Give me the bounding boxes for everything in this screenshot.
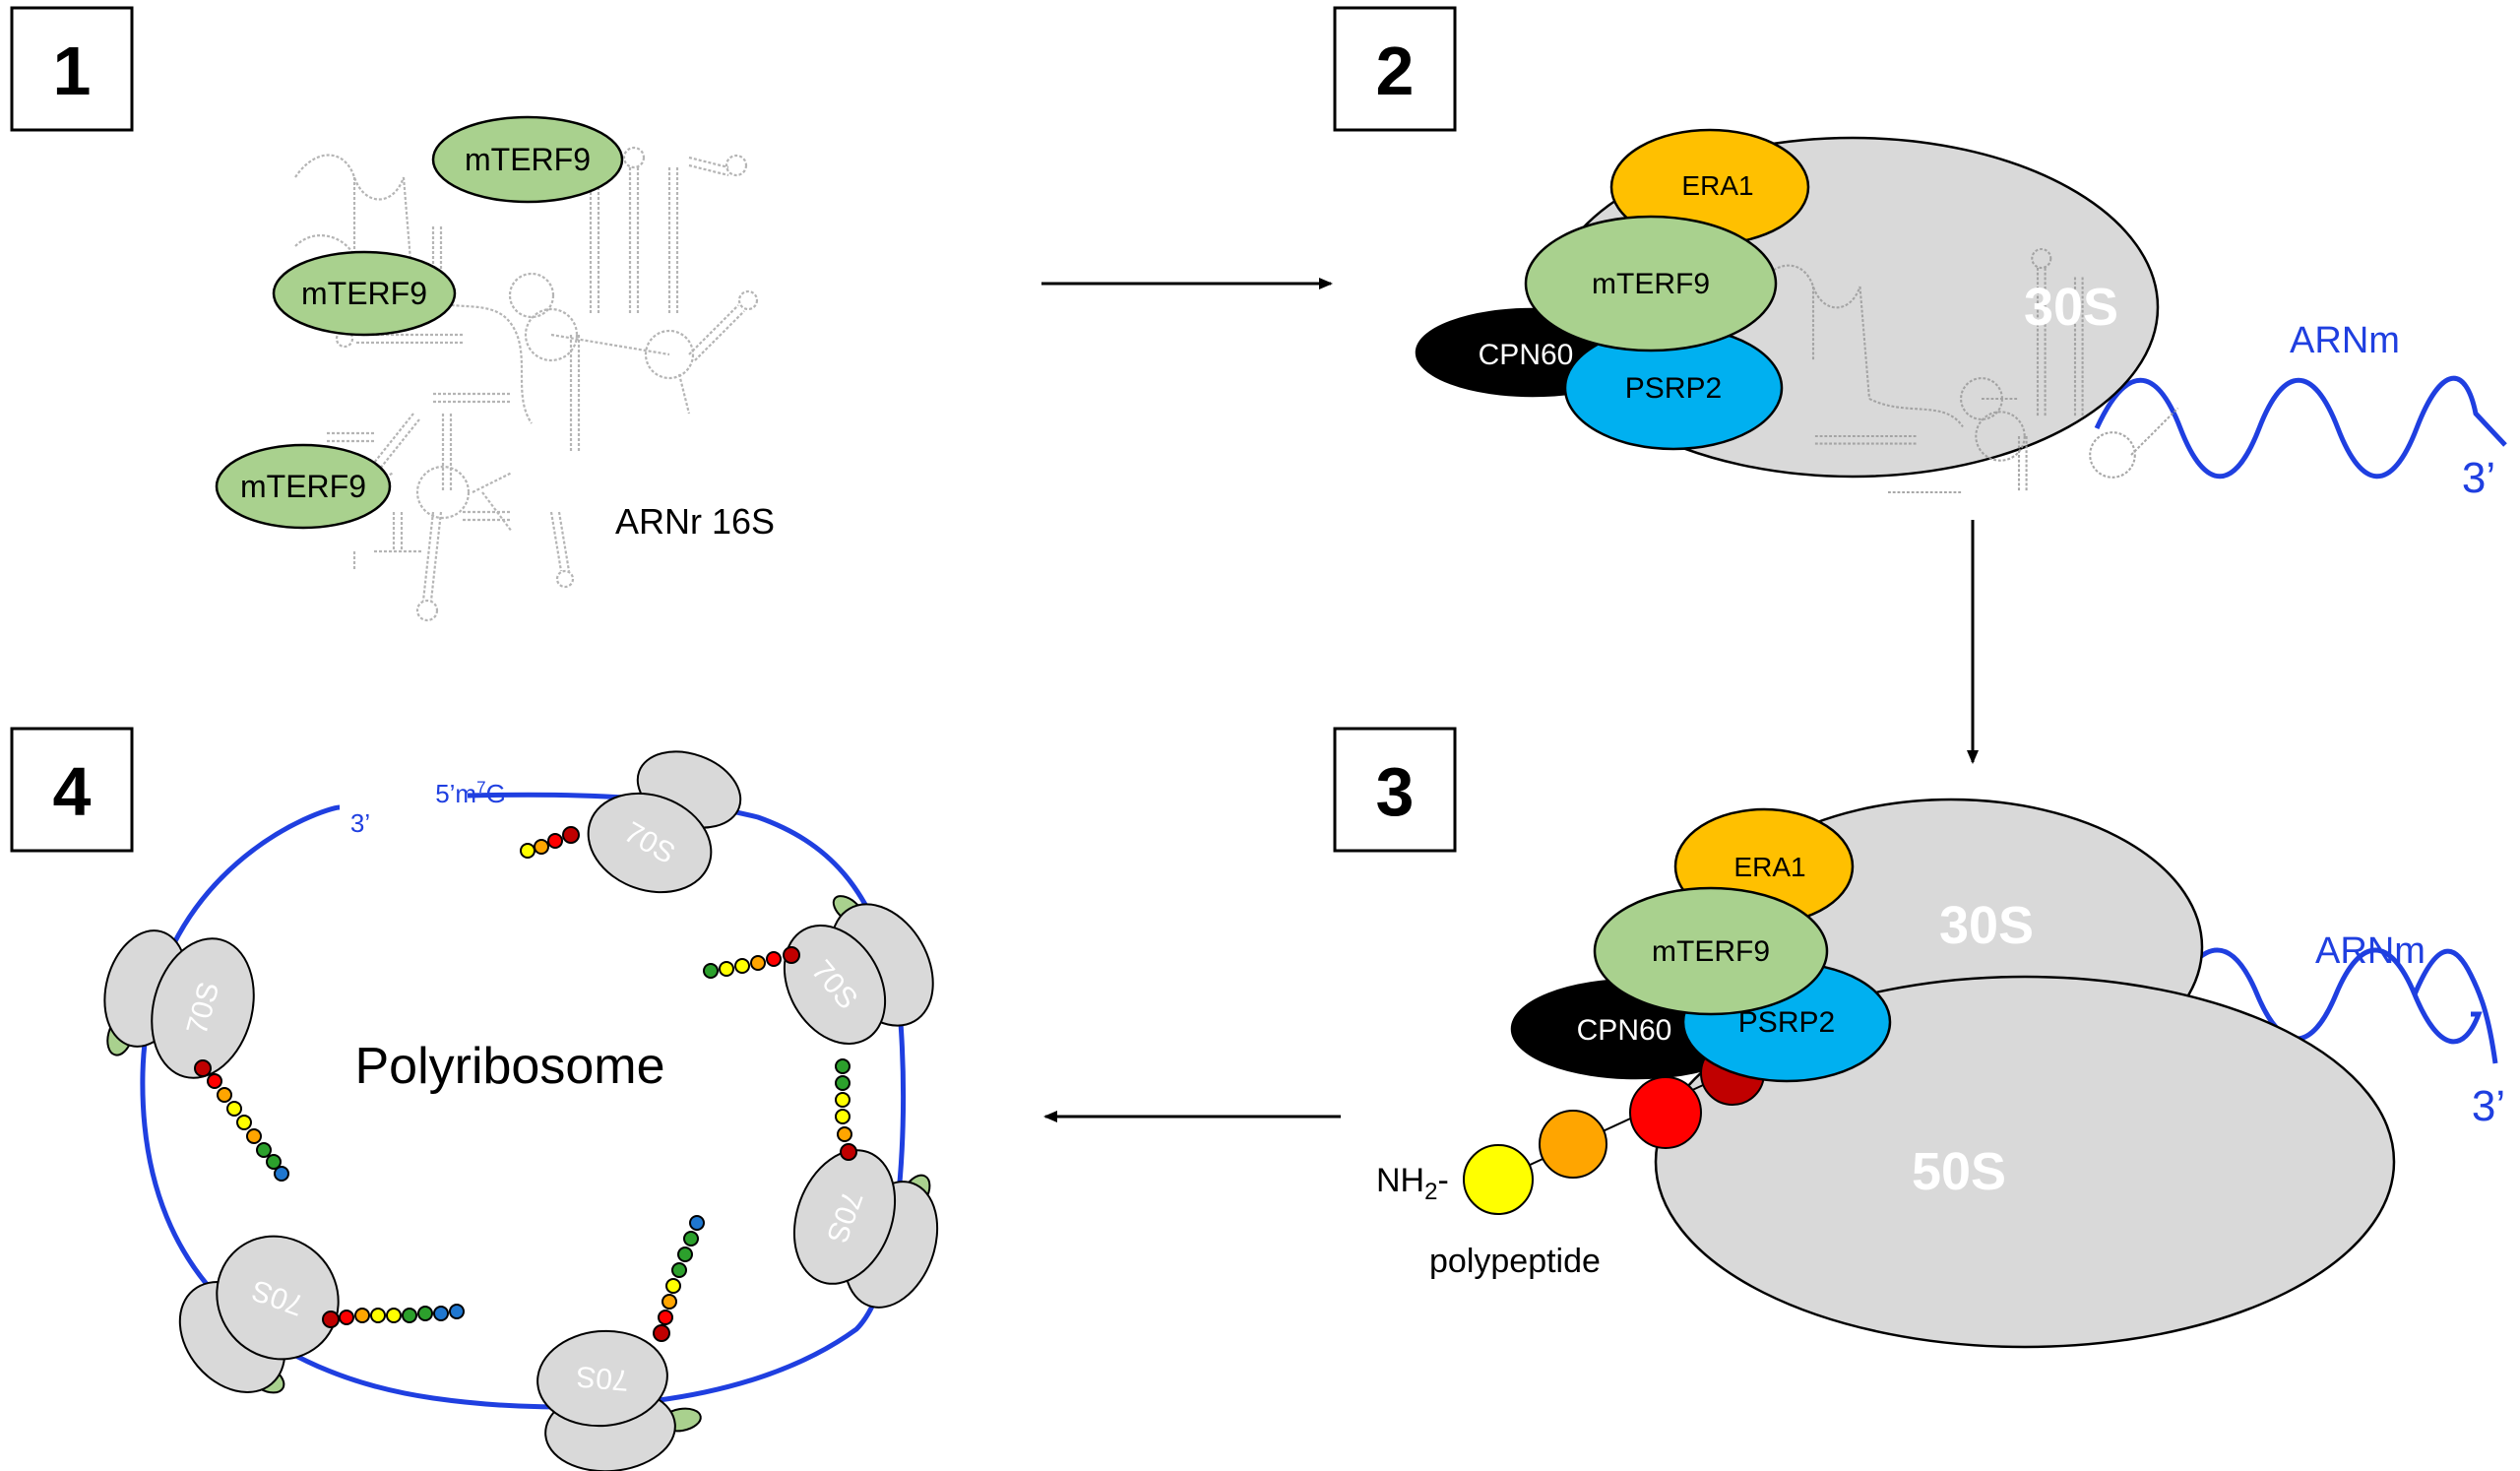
mterf9-protein-middle: mTERF9 — [272, 250, 457, 337]
panel-3-label: 3 — [1333, 727, 1457, 853]
panel-1-label: 1 — [10, 6, 134, 132]
peptide-chain — [835, 1058, 857, 1161]
mterf9-protein: mTERF9 — [1524, 215, 1778, 352]
ribosome-70s: 70S — [703, 895, 934, 1046]
panel-2: 30S ARNm 3’ ERA1 CPN60 PSRP2 mTERF9 — [1415, 128, 2507, 502]
mrna-strand — [2094, 375, 2507, 480]
nh2-label: NH2- — [1376, 1162, 1449, 1205]
panel-4-label: 4 — [10, 727, 134, 853]
subunit-30s-label: 30S — [1939, 896, 2034, 955]
mrna-strand — [2171, 947, 2498, 1064]
mterf9-label: mTERF9 — [465, 142, 591, 177]
cpn60-label: CPN60 — [1479, 339, 1574, 371]
subunit-30s-label: 30S — [2024, 278, 2118, 337]
mrna-ring — [140, 792, 907, 1410]
mterf9-label: mTERF9 — [1592, 268, 1710, 300]
mterf9-label: mTERF9 — [301, 276, 427, 311]
cpn60-label: CPN60 — [1577, 1014, 1672, 1047]
panel-3-number: 3 — [1376, 753, 1415, 830]
panel-1-number: 1 — [53, 32, 92, 109]
amino-acid-bead — [1463, 1144, 1534, 1215]
three-prime-label: 3’ — [2462, 454, 2495, 502]
psrp2-label: PSRP2 — [1625, 372, 1722, 405]
three-prime-label: 3’ — [350, 808, 370, 838]
mterf9-protein: mTERF9 — [1593, 886, 1829, 1016]
mterf9-protein-top: mTERF9 — [431, 115, 624, 204]
mterf9-label: mTERF9 — [1652, 935, 1770, 968]
era1-label: ERA1 — [1733, 852, 1805, 882]
rrna-16s-structure — [293, 136, 759, 622]
panel-2-label: 2 — [1333, 6, 1457, 132]
mterf9-protein-bottom: mTERF9 — [215, 443, 392, 530]
panel-2-number: 2 — [1376, 32, 1415, 109]
amino-acid-bead — [1539, 1110, 1607, 1179]
peptide-chain — [322, 1304, 465, 1328]
peptide-chain — [703, 946, 800, 979]
polypeptide-label: polypeptide — [1429, 1243, 1601, 1280]
panel-4-number: 4 — [53, 753, 92, 830]
polyribosome-title: Polyribosome — [354, 1038, 664, 1095]
ribosome-70s: 70S — [536, 1215, 705, 1471]
mrna-label: ARNm — [2290, 320, 2400, 361]
subunit-50s-label: 50S — [1912, 1142, 2006, 1201]
ribosome-70s: 70S — [520, 750, 742, 894]
peptide-chain — [520, 826, 580, 859]
three-prime-label: 3’ — [2472, 1082, 2505, 1130]
psrp2-protein: PSRP2 — [1563, 325, 1784, 451]
mrna-label: ARNm — [2315, 930, 2426, 972]
peptide-chain — [194, 1059, 289, 1182]
era1-label: ERA1 — [1681, 170, 1753, 201]
ribosome-70s-label: 70S — [575, 1360, 630, 1397]
five-prime-cap-label: 5’m7G — [435, 778, 506, 808]
ribosome-70s: 70S — [178, 1235, 465, 1394]
panel-1: mTERF9 mTERF9 mTERF9 ARNr 16S — [215, 115, 775, 622]
amino-acid-bead — [1629, 1076, 1702, 1149]
ribosome-70s: 70S — [103, 929, 289, 1182]
mterf9-label: mTERF9 — [240, 469, 366, 504]
psrp2-label: PSRP2 — [1738, 1006, 1835, 1039]
rrna-16s-label: ARNr 16S — [615, 501, 775, 542]
panel-4: 3’ 5’m7G Polyribosome 70S 70S — [103, 750, 939, 1471]
peptide-chain — [653, 1215, 705, 1342]
panel-3: 30S 50S ARNm 3’ ERA1 CPN60 PSRP2 mTERF9 … — [1376, 798, 2505, 1349]
ribosome-70s: 70S — [792, 1058, 939, 1309]
